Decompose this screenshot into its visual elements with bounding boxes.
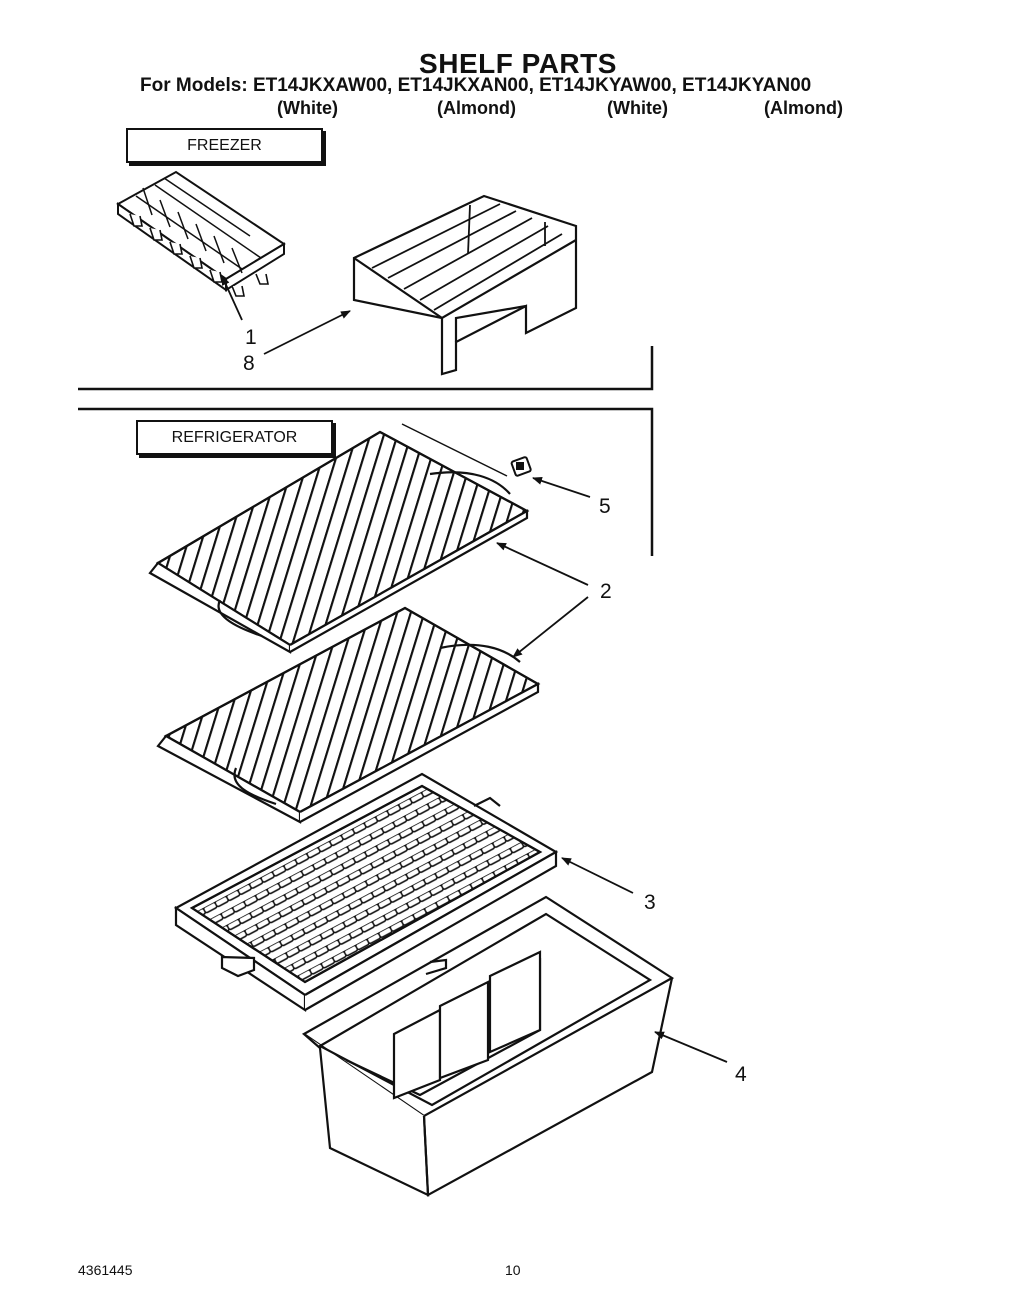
- crisper-pan: [301, 895, 675, 1197]
- model-color-1: (White): [277, 98, 338, 118]
- freezer-section-label: FREEZER: [126, 128, 323, 163]
- document-number: 4361445: [78, 1262, 133, 1278]
- shelf-stop-clip: [401, 423, 532, 477]
- refrigerator-wire-shelf-upper: [148, 430, 530, 654]
- callout-8: 8: [243, 352, 255, 375]
- freezer-wire-shelf: [352, 194, 578, 376]
- section-divider-lines: [78, 346, 654, 556]
- ice-cube-tray: [116, 170, 286, 297]
- callout-leader-lines: [221, 275, 728, 1063]
- callout-5: 5: [599, 495, 611, 518]
- callout-4: 4: [735, 1063, 747, 1086]
- crisper-cover: [173, 772, 559, 1013]
- model-color-4: (Almond): [764, 98, 843, 118]
- page-number: 10: [505, 1262, 521, 1278]
- model-color-2: (Almond): [437, 98, 516, 118]
- callout-3: 3: [644, 891, 656, 914]
- refrigerator-wire-shelf-lower: [156, 606, 541, 824]
- refrigerator-section-label: REFRIGERATOR: [136, 420, 333, 455]
- model-color-3: (White): [607, 98, 668, 118]
- callout-2: 2: [600, 580, 612, 603]
- callout-1: 1: [245, 326, 257, 349]
- page-title: SHELF PARTS: [419, 48, 617, 79]
- models-line: For Models: ET14JKXAW00, ET14JKXAN00, ET…: [140, 75, 812, 96]
